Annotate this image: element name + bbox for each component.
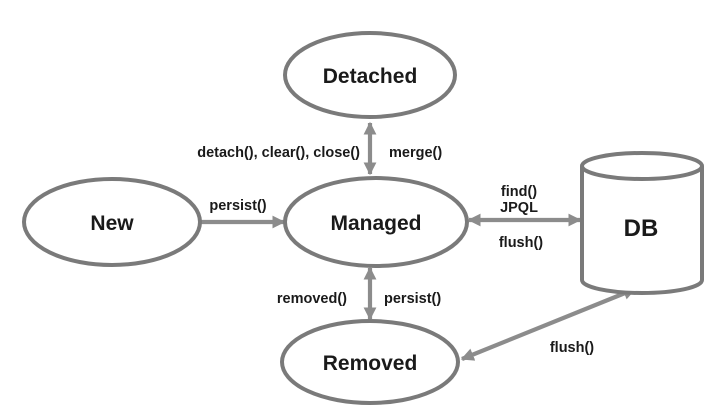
removed-node (280, 319, 460, 405)
db-cylinder-body (580, 166, 704, 295)
edge-db-removed-arrow (460, 287, 637, 361)
new-node (22, 177, 202, 267)
find-label: find() (501, 184, 537, 200)
db-cylinder-top (580, 151, 704, 181)
merge-label: merge() (389, 145, 442, 161)
db-label: DB (624, 215, 659, 242)
jpql-label: JPQL (500, 200, 538, 216)
managed-node (283, 176, 469, 268)
managed-label: Managed (330, 212, 421, 235)
detached-node (283, 31, 457, 119)
persist-new-label: persist() (209, 198, 266, 214)
detached-label: Detached (323, 65, 418, 88)
new-label: New (90, 212, 134, 235)
detach-clear-close-label: detach(), clear(), close() (197, 145, 360, 161)
flush-db-removed-label: flush() (550, 340, 594, 356)
db-cylinder (580, 151, 704, 295)
flush-managed-db-label: flush() (499, 235, 543, 251)
removed-edge-label: removed() (277, 291, 347, 307)
removed-label: Removed (323, 352, 418, 375)
persist-removed-label: persist() (384, 291, 441, 307)
